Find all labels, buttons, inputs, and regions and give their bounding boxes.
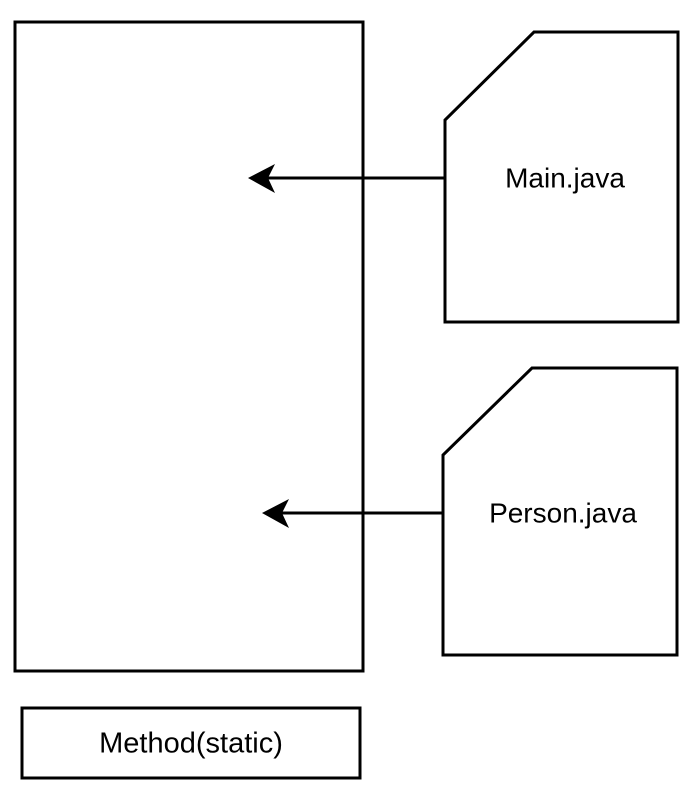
- node-person-java-label: Person.java: [489, 497, 637, 528]
- node-method-static[interactable]: Method(static): [20, 706, 362, 780]
- edge-person-to-area[interactable]: [262, 499, 443, 528]
- node-main-memory-area[interactable]: [13, 20, 365, 673]
- edge-main-to-area[interactable]: [248, 164, 445, 193]
- node-main-java-label: Main.java: [505, 162, 625, 193]
- node-main-java-file[interactable]: Main.java: [443, 30, 680, 324]
- node-method-static-label: Method(static): [99, 728, 283, 760]
- node-person-java-file[interactable]: Person.java: [441, 366, 679, 657]
- arrowhead-person-to-area: [262, 499, 289, 528]
- arrowhead-main-to-area: [248, 164, 275, 193]
